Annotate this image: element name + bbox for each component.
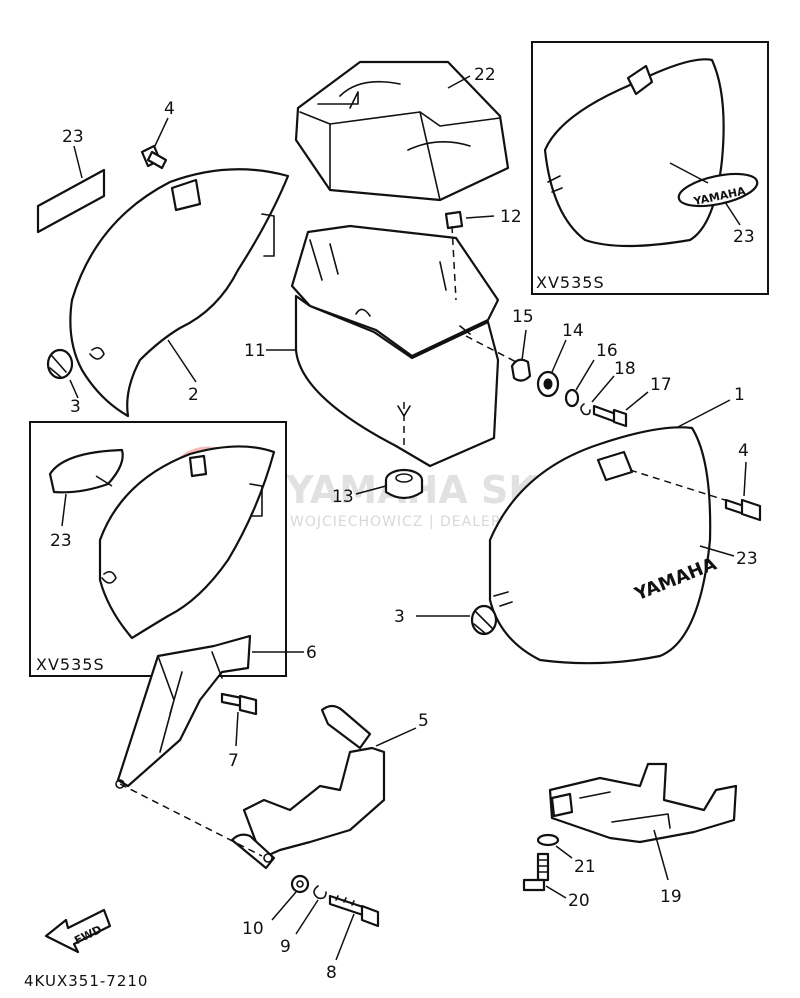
callout-6: 6 [306,643,317,663]
callout-9: 9 [280,937,291,957]
callout-18: 18 [614,359,636,379]
bolt-20: 20 [522,852,590,911]
callout-2: 2 [188,385,199,405]
damper-3-left: 3 [46,348,81,417]
washer-10: 10 [242,874,310,939]
callout-19: 19 [660,887,682,907]
callout-15: 15 [512,307,534,327]
callout-4: 4 [738,441,749,461]
callout-23: 23 [736,549,758,569]
inset-frame-top-right [531,41,769,295]
callout-17: 17 [650,375,672,395]
side-cover-right: YAMAHA 1 23 [488,385,758,665]
callout-12: 12 [500,207,522,227]
callout-10: 10 [242,919,264,939]
side-cover-left: 2 [69,168,290,418]
bracket-5: 5 [119,704,429,870]
diagram-code: 4KUX351-7210 [24,972,148,990]
battery-box-body [294,294,500,468]
fwd-arrow-icon: FWD [44,908,112,954]
side-cover-right-body [488,426,712,665]
callout-21: 21 [574,857,596,877]
callout-14: 14 [562,321,584,341]
clip-12: 12 [444,207,522,230]
bracket-19: 19 [548,762,738,907]
cover-tab [626,64,654,96]
grommet-13: 13 [332,468,424,507]
inset-label-top-right: XV535S [536,273,605,292]
bolt-7: 7 [220,692,258,771]
bolt-4-left: 4 [140,99,175,170]
callout-1: 1 [734,385,745,405]
side-cover-inset-left [98,445,276,640]
callout-20: 20 [568,891,590,911]
washer-16: 16 [564,341,618,408]
callout-5: 5 [418,711,429,731]
callout-3: 3 [70,397,81,417]
collar-15: 15 [510,307,534,382]
callout-23: 23 [62,127,84,147]
battery-cover-body [294,60,510,202]
callout-16: 16 [596,341,618,361]
bracket-6: 6 [115,634,317,789]
callout-23: 23 [733,227,755,247]
inset-box-left: 23 XV535S [29,421,287,677]
callout-4: 4 [164,99,175,119]
battery-cover: 22 [294,60,510,202]
callout-7: 7 [228,751,239,771]
callout-11: 11 [244,341,266,361]
spring-washer-9: 9 [280,885,327,957]
callout-23: 23 [50,531,72,551]
yamaha-emblem [677,172,759,208]
side-cover-left-body [69,168,290,418]
bolt-8: 8 [326,894,380,983]
damper-14: 14 [536,321,584,398]
callout-3: 3 [394,607,405,627]
bolt-4-right: 4 [724,441,762,522]
bolt-17: 17 [592,375,672,428]
damper-3-right: 3 [394,604,498,636]
spring-washer-18: 18 [580,359,636,416]
battery-box: 11 [244,224,500,468]
callout-22: 22 [474,65,496,85]
battery-box-top [290,224,500,358]
inset-box-top-right: YAMAHA 23 XV535S [531,41,769,295]
callout-13: 13 [332,487,354,507]
washer-21: 21 [536,833,596,877]
inset-label-left: XV535S [36,655,105,674]
cover-hook [547,175,563,193]
decal-23-left: 23 [36,127,106,234]
callout-8: 8 [326,963,337,983]
fastener-chain: 15 14 16 18 17 [465,307,672,428]
